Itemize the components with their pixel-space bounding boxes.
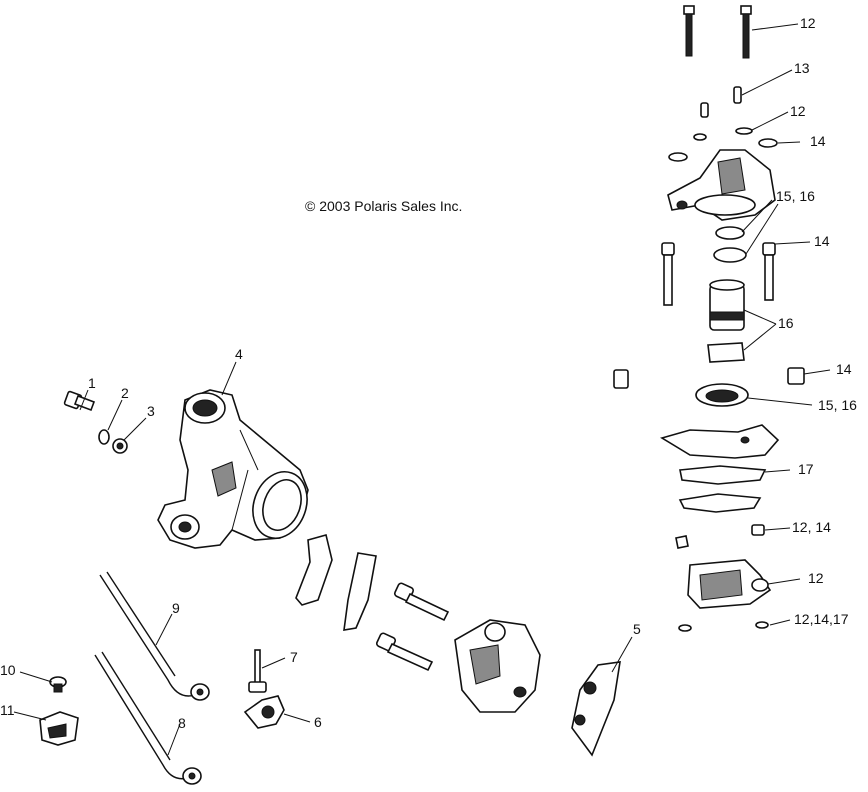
caliper-housing-upper [667, 149, 776, 221]
brake-pad-right [343, 552, 377, 631]
brake-caliper-lower [454, 619, 541, 713]
caliper-pin-upper [393, 582, 450, 622]
steering-knuckle [157, 389, 309, 549]
callout-1: 1 [88, 375, 96, 391]
callout-14-bushing: 14 [836, 361, 852, 377]
bracket-5 [571, 661, 621, 757]
caliper-pin-lower [375, 632, 434, 672]
callout-10: 10 [0, 662, 16, 678]
callout-3: 3 [147, 403, 155, 419]
callout-15-16-piston-seal: 15, 16 [818, 397, 857, 413]
washer-14b [668, 152, 688, 162]
brake-pad-left [295, 534, 333, 606]
oring-b [678, 624, 692, 632]
piston-16 [709, 279, 745, 331]
bleeder-7 [248, 649, 267, 693]
seal-16 [713, 247, 747, 263]
callout-5: 5 [633, 621, 641, 637]
bushing-left [613, 369, 629, 389]
piston-seal-15-16 [695, 383, 749, 407]
callout-12-oring: 12 [790, 103, 806, 119]
bolt-1 [63, 390, 96, 412]
bushing-14 [787, 367, 805, 385]
washer-2 [98, 429, 110, 445]
callout-12-body: 12 [808, 570, 824, 586]
callout-9: 9 [172, 600, 180, 616]
callout-14-pins: 14 [814, 233, 830, 249]
clamp-6 [243, 695, 285, 729]
callout-17: 17 [798, 461, 814, 477]
shims-17 [678, 465, 767, 513]
callout-12-14-17: 12,14,17 [794, 611, 849, 627]
leader-lines [13, 23, 831, 756]
oring-12-14-17 [755, 621, 769, 629]
pins-14 [661, 242, 776, 306]
callout-16: 16 [778, 315, 794, 331]
callout-7: 7 [290, 649, 298, 665]
small-bushing [675, 535, 689, 549]
caliper-bracket-upper [660, 424, 780, 459]
callout-12-14: 12, 14 [792, 519, 831, 535]
seal-15 [715, 226, 745, 240]
callout-11: 11 [0, 702, 15, 718]
brake-hose-8 [94, 651, 202, 785]
washer-14a [758, 138, 778, 148]
callout-8: 8 [178, 715, 186, 731]
callout-12-top: 12 [800, 15, 816, 31]
fittings-13 [700, 86, 742, 118]
callout-13: 13 [794, 60, 810, 76]
oring-12 [735, 127, 753, 135]
callout-6: 6 [314, 714, 322, 730]
callout-15-16-seals: 15, 16 [776, 188, 815, 204]
screw-10 [49, 676, 67, 693]
callout-14-washer: 14 [810, 133, 826, 149]
oring-a [693, 133, 707, 141]
copyright-text: © 2003 Polaris Sales Inc. [305, 198, 462, 214]
clip-11 [39, 711, 79, 746]
brake-hose-9 [99, 571, 210, 701]
bushing-12-14 [751, 524, 765, 536]
caliper-body-12 [687, 559, 772, 609]
callout-4: 4 [235, 346, 243, 362]
piston-cup-16 [707, 342, 745, 363]
bolts-top-12 [683, 5, 752, 59]
callout-2: 2 [121, 385, 129, 401]
callout-labels: 1 2 3 4 5 6 7 8 9 10 11 12 13 12 14 15, … [0, 15, 857, 731]
